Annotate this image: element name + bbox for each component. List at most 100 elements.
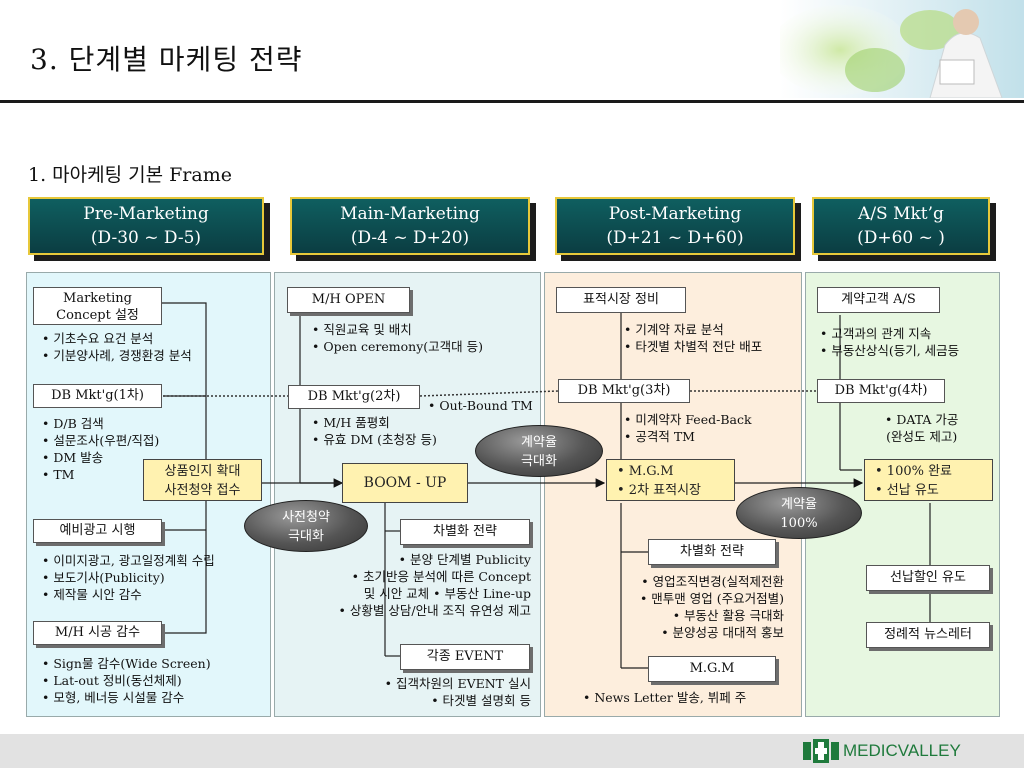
event-box: 각종 EVENT [400, 644, 530, 670]
oval-line: 극대화 [288, 529, 324, 544]
target-market-items: • 기계약 자료 분석 • 타겟별 차별적 전단 배포 [624, 321, 794, 355]
db-mktg-4-items: • DATA 가공 (완성도 제고) [885, 411, 958, 445]
box-line: Marketing [63, 291, 132, 306]
oval-line: 계약율 [521, 435, 557, 450]
completion-highlight: • 100% 완료 • 선납 유도 [864, 459, 993, 501]
highlight-line: • 100% 완료 [875, 464, 953, 479]
section-subtitle: 1. 마아케팅 기본 Frame [28, 164, 232, 186]
header-pre-marketing: Pre-Marketing (D-30 ~ D-5) [28, 197, 264, 255]
highlight-line: • M.G.M [617, 464, 674, 479]
prepay-discount-box: 선납할인 유도 [866, 565, 990, 591]
list-item: • 상황별 상담/안내 조직 유연성 제고 [338, 603, 531, 618]
list-item: • 고객과의 관계 지속 [820, 326, 932, 341]
box-line: Concept 설정 [56, 308, 139, 323]
header-name: Pre-Marketing [83, 204, 209, 224]
list-item: • M/H 품평회 [312, 415, 390, 430]
regular-newsletter-box: 정례적 뉴스레터 [866, 622, 990, 648]
list-item: • 초기반응 분석에 따른 Concept [351, 569, 531, 584]
header-main-marketing: Main-Marketing (D-4 ~ D+20) [290, 197, 530, 255]
list-item: • 기분양사례, 경쟁환경 분석 [42, 348, 192, 363]
db-mktg-2-box: DB Mkt'g(2차) [288, 385, 420, 409]
header-post-marketing: Post-Marketing (D+21 ~ D+60) [555, 197, 795, 255]
list-item: • 타겟별 설명회 등 [431, 693, 531, 708]
header-period: (D-30 ~ D-5) [90, 228, 202, 248]
title-divider [0, 100, 1024, 103]
customer-as-items: • 고객과의 관계 지속 • 부동산상식(등기, 세금등 [820, 325, 995, 359]
pre-advertising-box: 예비광고 시행 [33, 519, 162, 543]
product-awareness-highlight: 상품인지 확대 사전청약 접수 [143, 459, 262, 501]
list-item: • 맨투맨 영업 (주요거점별) [639, 591, 784, 606]
header-name: A/S Mkt’g [858, 204, 944, 224]
list-item: • 제작물 시안 감수 [42, 587, 142, 602]
mgm-target-highlight: • M.G.M • 2차 표적시장 [606, 459, 735, 501]
list-item: • 분양성공 대대적 홍보 [661, 625, 784, 640]
oval-line: 극대화 [521, 454, 557, 469]
outbound-tm-label: • Out-Bound TM [428, 398, 533, 413]
db-mktg-3-box: DB Mkt'g(3차) [558, 379, 690, 403]
oval-line: 100% [780, 516, 818, 531]
highlight-line: 사전청약 접수 [164, 483, 241, 498]
mgm-box: M.G.M [648, 656, 776, 682]
db-mktg-1-items: • D/B 검색 • 설문조사(우편/직접) • DM 발송 • TM [42, 415, 159, 483]
header-period: (D+21 ~ D+60) [606, 228, 744, 248]
list-item: • Open ceremony(고객대 등) [312, 339, 484, 354]
concept-items: • 기초수요 요건 분석 • 기분양사례, 경쟁환경 분석 [42, 330, 192, 364]
list-item: • 공격적 TM [624, 429, 695, 444]
list-item: • 기계약 자료 분석 [624, 322, 724, 337]
decorative-doctor-image [780, 0, 1024, 98]
list-item: • DATA 가공 [885, 412, 959, 427]
boom-up-highlight: BOOM - UP [342, 463, 468, 503]
highlight-line: 상품인지 확대 [164, 464, 241, 479]
list-item: • 기초수요 요건 분석 [42, 331, 154, 346]
highlight-line: • 2차 표적시장 [617, 483, 702, 498]
db-mktg-2-items: • M/H 품평회 • 유효 DM (초청장 등) [312, 414, 437, 448]
mh-open-box: M/H OPEN [287, 287, 410, 313]
header-name: Post-Marketing [608, 204, 742, 224]
list-item: • DM 발송 [42, 450, 104, 465]
list-item: • 부동산 활용 극대화 [672, 608, 784, 623]
header-as-marketing: A/S Mkt’g (D+60 ~ ) [812, 197, 990, 255]
list-item: • 모형, 베너등 시설물 감수 [42, 690, 185, 705]
list-item: • 분양 단계별 Publicity [398, 552, 531, 567]
list-item: • 타겟별 차별적 전단 배포 [624, 339, 763, 354]
mh-construction-items: • Sign물 감수(Wide Screen) • Lat-out 정비(동선체… [42, 655, 211, 706]
list-item: • 보도기사(Publicity) [42, 570, 165, 585]
list-item: • D/B 검색 [42, 416, 104, 431]
target-market-box: 표적시장 정비 [556, 287, 686, 313]
contract-maximize-oval: 계약율 극대화 [475, 425, 603, 477]
list-item: • TM [42, 467, 75, 482]
main-differentiation-box: 차별화 전략 [400, 519, 530, 545]
mh-open-items: • 직원교육 및 배치 • Open ceremony(고객대 등) [312, 321, 483, 355]
customer-as-box: 계약고객 A/S [817, 287, 940, 313]
list-item: • 집객차원의 EVENT 실시 [384, 676, 531, 691]
list-item: • Lat-out 정비(동선체제) [42, 673, 182, 688]
db-mktg-4-box: DB Mkt'g(4차) [817, 379, 945, 403]
list-item: • 영업조직변경(실적제전환 [641, 574, 784, 589]
mgm-items: • News Letter 발송, 뷔페 주 [583, 689, 779, 706]
list-item: (완성도 제고) [886, 429, 958, 444]
pre-subscription-oval: 사전청약 극대화 [244, 500, 368, 552]
oval-line: 계약율 [781, 497, 817, 512]
medicvalley-logo-text: MEDICVALLEY [843, 741, 961, 760]
header-name: Main-Marketing [340, 204, 480, 224]
list-item: • 설문조사(우편/직접) [42, 433, 160, 448]
medicvalley-logo-icon [803, 739, 839, 763]
db-mktg-3-items: • 미계약자 Feed-Back • 공격적 TM [624, 411, 752, 445]
list-item: • News Letter 발송, 뷔페 주 [583, 690, 747, 705]
contract-100-oval: 계약율 100% [736, 487, 862, 539]
post-differentiation-items: • 영업조직변경(실적제전환 • 맨투맨 영업 (주요거점별) • 부동산 활용… [606, 573, 784, 641]
footer-bar [0, 734, 1024, 768]
list-item: 및 시안 교체 • 부동산 Line-up [363, 586, 531, 601]
page-title: 3. 단계별 마케팅 전략 [30, 43, 303, 76]
list-item: • 미계약자 Feed-Back [624, 412, 752, 427]
list-item: • Sign물 감수(Wide Screen) [42, 656, 211, 671]
header-period: (D+60 ~ ) [857, 228, 945, 248]
list-item: • 유효 DM (초청장 등) [312, 432, 437, 447]
pre-advertising-items: • 이미지광고, 광고일정계획 수립 • 보도기사(Publicity) • 제… [42, 552, 215, 603]
highlight-line: • 선납 유도 [875, 483, 939, 498]
main-differentiation-items: • 분양 단계별 Publicity • 초기반응 분석에 따른 Concept… [306, 551, 531, 619]
list-item: • 부동산상식(등기, 세금등 [820, 343, 960, 358]
mh-construction-box: M/H 시공 감수 [33, 621, 162, 645]
marketing-concept-box: Marketing Concept 설정 [33, 287, 162, 325]
post-differentiation-box: 차별화 전략 [648, 539, 776, 565]
